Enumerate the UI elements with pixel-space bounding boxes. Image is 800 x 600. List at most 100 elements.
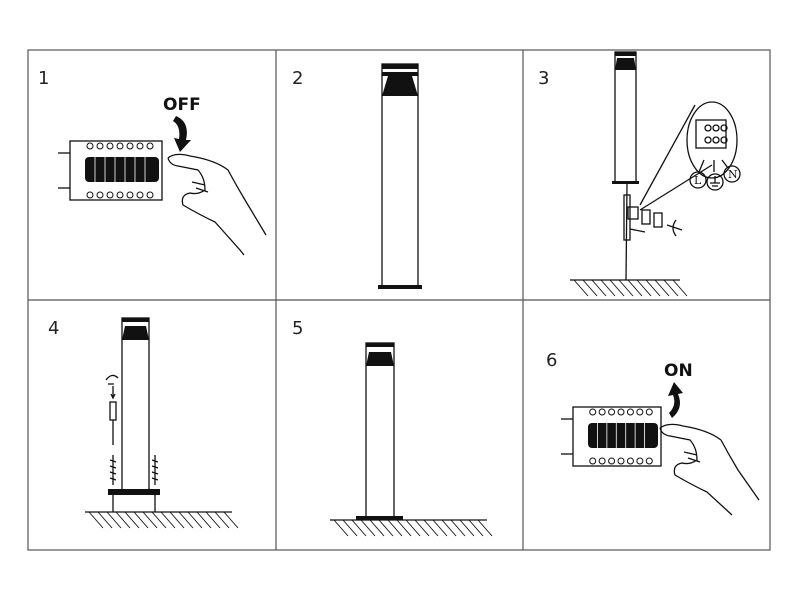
terminal-screw-icon <box>86 142 94 150</box>
hatch-line <box>378 519 394 537</box>
hatch-line <box>88 511 104 529</box>
panel-step-3: 3 L N <box>538 51 741 297</box>
breaker-switches <box>85 157 159 182</box>
hatch-line <box>396 519 412 537</box>
hatch-line <box>423 519 439 537</box>
terminal-block-detail: L N <box>686 101 741 191</box>
terminal-screw-icon <box>626 408 634 416</box>
terminal-screw-icon <box>106 142 114 150</box>
terminal-screw-icon <box>589 457 597 465</box>
step-number: 5 <box>292 318 303 339</box>
panel-step-4: 4 <box>48 317 239 529</box>
breaker-housing <box>572 406 662 467</box>
hatch-line <box>441 519 457 537</box>
live-label: L <box>694 174 702 187</box>
hatch-line <box>106 511 122 529</box>
hatch-line <box>414 519 430 537</box>
step-number: 1 <box>38 68 49 89</box>
terminal-screw-icon <box>116 142 124 150</box>
step-number: 4 <box>48 318 59 339</box>
hatch-line <box>405 519 421 537</box>
panel-step-5: 5 <box>292 318 493 537</box>
hatch-line <box>591 279 607 297</box>
hatch-line <box>618 279 634 297</box>
earth-terminal-icon <box>706 173 724 191</box>
panel-grid <box>27 49 771 551</box>
bollard-light <box>612 51 639 184</box>
hand-icon <box>167 153 267 256</box>
hatch-line <box>672 279 688 297</box>
hatch-line <box>582 279 598 297</box>
terminal-screw-icon <box>645 457 653 465</box>
terminal-screw-icon <box>626 457 634 465</box>
hatch-line <box>124 511 140 529</box>
hatch-line <box>600 279 616 297</box>
hatch-line <box>609 279 625 297</box>
hatch-line <box>342 519 358 537</box>
hatch-line <box>178 511 194 529</box>
hatch-line <box>645 279 661 297</box>
hatch-line <box>187 511 203 529</box>
terminal-screw-icon <box>136 191 144 199</box>
terminal-screw-icon <box>608 408 616 416</box>
hatch-line <box>654 279 670 297</box>
bollard-light <box>108 317 160 495</box>
ground-hatch <box>330 519 493 537</box>
hatch-line <box>432 519 448 537</box>
terminal-screw-icon <box>146 191 154 199</box>
breaker-housing <box>69 140 163 201</box>
up-arrow-icon <box>668 382 683 418</box>
terminal-screw-icon <box>608 457 616 465</box>
off-label: OFF <box>163 95 201 115</box>
terminal-screw-icon <box>96 191 104 199</box>
hatch-line <box>573 279 589 297</box>
hatch-line <box>663 279 679 297</box>
hatch-line <box>627 279 643 297</box>
terminal-screw-icon <box>598 408 606 416</box>
terminal-screw-icon <box>146 142 154 150</box>
hatch-line <box>97 511 113 529</box>
bollard-light <box>378 63 422 289</box>
circuit-breaker-panel <box>561 406 662 467</box>
hatch-line <box>477 519 493 537</box>
step-number: 3 <box>538 68 549 89</box>
terminal-screw-icon <box>617 408 625 416</box>
hatch-line <box>360 519 376 537</box>
on-label: ON <box>664 361 693 381</box>
hatch-line <box>133 511 149 529</box>
hatch-line <box>160 511 176 529</box>
step-number: 2 <box>292 68 303 89</box>
hatch-line <box>333 519 349 537</box>
terminal-screw-icon <box>598 457 606 465</box>
hatch-line <box>459 519 475 537</box>
circuit-breaker-panel <box>58 140 163 201</box>
terminal-screw-icon <box>116 191 124 199</box>
breaker-switches <box>588 423 658 448</box>
hatch-line <box>205 511 221 529</box>
down-arrow-icon <box>173 116 191 152</box>
hatch-line <box>196 511 212 529</box>
terminal-screw-icon <box>96 142 104 150</box>
wiring-bracket <box>623 104 713 281</box>
live-terminal <box>689 171 707 189</box>
hatch-line <box>115 511 131 529</box>
terminal-screw-icon <box>617 457 625 465</box>
ground-hatch <box>85 511 239 529</box>
hatch-line <box>151 511 167 529</box>
hatch-line <box>169 511 185 529</box>
terminal-screw-icon <box>645 408 653 416</box>
hatch-line <box>214 511 230 529</box>
hatch-line <box>468 519 484 537</box>
neutral-label: N <box>728 168 738 181</box>
ground-hatch <box>570 279 688 297</box>
terminal-screw-icon <box>126 191 134 199</box>
hatch-line <box>351 519 367 537</box>
hand-icon <box>659 423 760 516</box>
terminal-screw-icon <box>106 191 114 199</box>
neutral-terminal <box>723 165 741 183</box>
hatch-line <box>142 511 158 529</box>
terminal-screw-icon <box>636 457 644 465</box>
panel-step-2: 2 <box>292 63 422 289</box>
panel-step-1: 1 OFF <box>38 68 267 256</box>
